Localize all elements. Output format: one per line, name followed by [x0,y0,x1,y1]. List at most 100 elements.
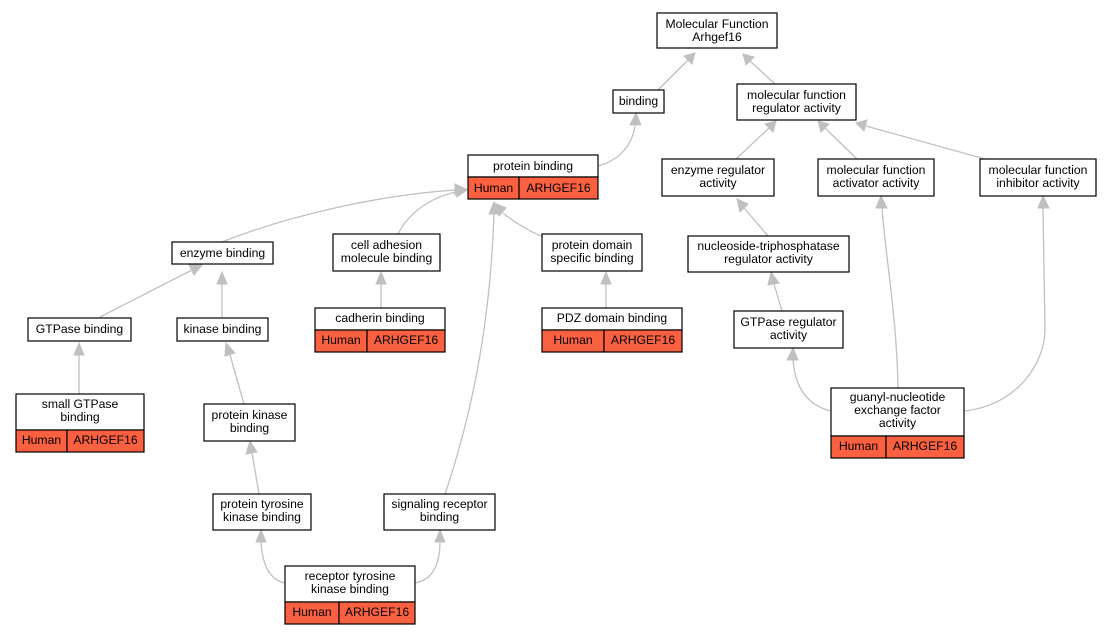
gene-label: ARHGEF16 [893,439,958,453]
arrowhead-icon [767,270,780,286]
node-mf-regulator-line2: regulator activity [752,101,842,115]
arrowhead-icon [786,346,799,361]
gene-label: ARHGEF16 [73,433,138,447]
arrowhead-icon [488,200,501,215]
node-enzyme-regulator-line1: enzyme regulator [671,163,765,177]
node-ntpase-regulator-line1: nucleoside-triphosphatase [697,239,840,253]
arrowhead-icon [875,194,888,209]
node-mf-activator[interactable]: molecular function activator activity [817,158,935,197]
edge-rtk-to-signaling [414,540,441,584]
node-protein-kinase-line1: protein kinase [212,408,288,422]
species-label: Human [839,439,878,453]
edge-gtpase-reg-to-ntpase [773,283,783,312]
gene-tag [885,435,965,459]
edge-mf-inhibitor-to-mf-regulator [865,125,986,160]
edge-mf-regulator-to-root [749,60,776,85]
arrowhead-icon [736,198,749,213]
arrowhead-icon [683,52,696,65]
edge-gnef-to-mf-inhibitor [963,207,1046,412]
node-signaling-line1: signaling receptor [391,497,487,511]
node-rtk-line2: kinase binding [311,582,389,596]
node-cadherin-binding[interactable]: cadherin binding Human ARHGEF16 [314,307,446,353]
edge-rtk-to-ptk [260,540,286,584]
gene-tag [366,329,446,353]
node-signaling-line2: binding [420,510,459,524]
edge-ptk-to-protein-kinase [251,452,260,495]
node-enzyme-regulator-line2: activity [699,176,737,190]
edge-gnef-to-gtpase-reg [792,359,832,412]
node-small-gtpase-line1: small GTPase [42,397,119,411]
node-gtpase-regulator[interactable]: GTPase regulator activity [733,310,844,349]
arrowhead-icon [188,264,204,276]
node-mf-activator-line1: molecular function [827,163,926,177]
arrowhead-icon [216,270,228,285]
node-gtpase-regulator-line1: GTPase regulator [740,315,836,329]
node-protein-domain-line1: protein domain [552,238,633,252]
node-cell-adhesion-line2: molecule binding [341,251,432,265]
gene-label: ARHGEF16 [345,605,410,619]
arrowhead-icon [629,111,642,126]
node-cell-adhesion[interactable]: cell adhesion molecule binding [332,233,441,272]
gene-tag [518,176,599,200]
edge-protein-kinase-to-kinase-binding [229,354,245,405]
node-pdz-binding[interactable]: PDZ domain binding Human ARHGEF16 [541,307,683,353]
species-label: Human [321,333,360,347]
gene-label: ARHGEF16 [611,333,676,347]
node-gtpase-binding[interactable]: GTPase binding [27,317,132,342]
species-label: Human [474,181,513,195]
node-small-gtpase-binding[interactable]: small GTPase binding Human ARHGEF16 [15,393,145,453]
node-kinase-binding[interactable]: kinase binding [176,317,269,342]
node-ntpase-regulator[interactable]: nucleoside-triphosphatase regulator acti… [687,235,850,273]
node-mf-regulator-line1: molecular function [747,88,846,102]
arrowhead-icon [245,439,258,455]
node-gnef-line1: guanyl-nucleotide [850,390,946,404]
species-label: Human [22,433,61,447]
gene-tag [338,601,416,625]
arrowhead-icon [454,185,469,198]
node-protein-kinase-line2: binding [230,421,269,435]
arrowhead-icon [224,341,236,357]
node-root[interactable]: Molecular Function Arhgef16 [656,12,778,49]
species-label: Human [292,605,331,619]
arrowhead-icon [1037,194,1050,209]
node-mf-regulator[interactable]: molecular function regulator activity [736,83,857,121]
edge-gtpase-binding-to-enzyme-binding [99,269,193,318]
edge-gnef-to-mf-activator [881,207,899,389]
edge-signaling-to-protein-binding [444,213,495,495]
node-rtk-binding[interactable]: receptor tyrosine kinase binding Human A… [284,565,416,625]
node-rtk-line1: receptor tyrosine [305,569,396,583]
node-binding[interactable]: binding [612,89,665,114]
node-protein-domain-line2: specific binding [550,251,633,265]
node-binding-label: binding [619,94,658,108]
node-protein-binding[interactable]: protein binding Human ARHGEF16 [467,154,599,200]
node-protein-kinase-binding[interactable]: protein kinase binding [203,403,296,442]
node-gnef-line3: activity [879,416,917,430]
edge-ntpase-to-enzyme-reg [743,207,769,237]
node-gnef-line2: exchange factor [854,403,941,417]
arrowhead-icon [73,341,85,356]
node-mf-inhibitor-line1: molecular function [989,163,1088,177]
node-gnef-activity[interactable]: guanyl-nucleotide exchange factor activi… [830,387,965,459]
node-ptk-line1: protein tyrosine [220,497,304,511]
node-protein-domain[interactable]: protein domain specific binding [541,233,643,272]
node-kinase-binding-label: kinase binding [184,322,262,336]
node-enzyme-regulator[interactable]: enzyme regulator activity [661,158,775,197]
arrowhead-icon [742,53,755,66]
node-enzyme-binding-label: enzyme binding [180,246,265,260]
node-mf-activator-line2: activator activity [833,176,921,190]
node-ptk-binding[interactable]: protein tyrosine kinase binding [212,493,312,531]
edge-enzyme-reg-to-mf-regulator [735,127,770,160]
edge-protein-binding-to-binding [597,125,636,167]
gene-tag [66,429,145,453]
node-root-line2: Arhgef16 [692,30,742,44]
node-signaling-receptor[interactable]: signaling receptor binding [383,493,496,531]
node-enzyme-binding[interactable]: enzyme binding [171,241,274,265]
species-label: Human [553,333,592,347]
gene-label: ARHGEF16 [374,333,439,347]
edge-binding-to-root [655,59,689,93]
node-cadherin-binding-label: cadherin binding [335,311,424,325]
node-mf-inhibitor[interactable]: molecular function inhibitor activity [979,158,1097,197]
edge-cell-adhesion-to-protein-binding [397,191,458,235]
node-protein-binding-label: protein binding [493,159,573,173]
node-small-gtpase-line2: binding [60,410,99,424]
